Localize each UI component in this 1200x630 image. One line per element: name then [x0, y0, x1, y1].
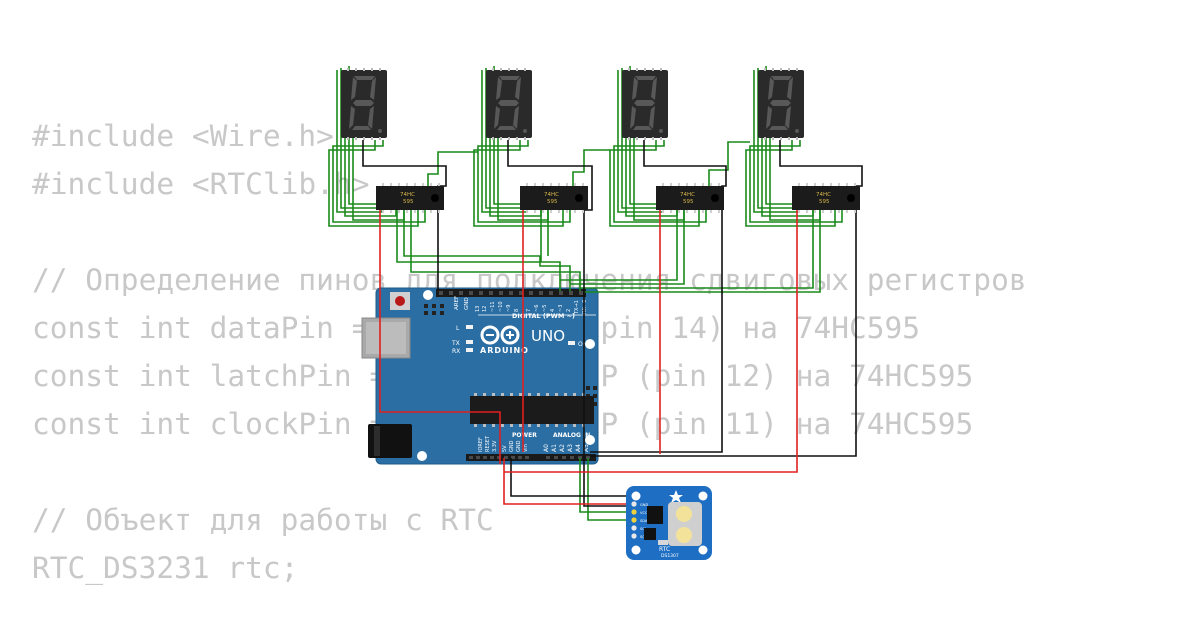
power-pin-label: 5V: [502, 445, 508, 452]
digital-pin-label: 12: [482, 306, 488, 312]
shift-register-label: 74HC: [400, 192, 415, 198]
rtc-pin-label: SDA: [640, 519, 648, 523]
shift-register-label: 595: [403, 199, 414, 205]
rtc-pin-label: VCC: [640, 511, 648, 515]
board-model-label: UNO: [531, 327, 565, 345]
led-rx-label: RX: [452, 348, 460, 355]
analog-pin-label: A1: [551, 444, 558, 452]
rtc-pin-label: GND: [640, 503, 648, 507]
power-pin-label: RESET: [485, 435, 491, 452]
black-wires: [362, 140, 863, 507]
red-wires: [379, 210, 798, 505]
digital-pin-label: ~6: [534, 305, 540, 312]
analog-pin-label: A3: [567, 444, 574, 452]
shift-register: 74HC 595: [656, 183, 724, 213]
analog-pin-label: A5: [583, 444, 590, 452]
seven-segment-display: [341, 68, 387, 140]
code-line: #include <RTClib.h>: [32, 167, 370, 201]
rtc-label: RTC: [659, 546, 670, 553]
power-pin-label: Vin: [523, 444, 529, 452]
digital-pin-label: 2: [566, 309, 572, 312]
code-line: #include <Wire.h>: [32, 119, 334, 153]
led-l-label: L: [456, 325, 460, 332]
power-pin-label: GND: [516, 440, 522, 452]
digital-pin-label: RX←0: [582, 300, 588, 314]
power-pin-label: 3.3V: [492, 440, 498, 452]
shift-register-label: 595: [819, 199, 830, 205]
code-line: const int clockPin = 4; // SH_CP (pin 11…: [32, 407, 974, 441]
power-header-label: POWER: [512, 432, 537, 439]
shift-register: 74HC 595: [792, 183, 860, 213]
seven-segment-display: [758, 68, 804, 140]
digital-pin-label: ~9: [506, 305, 512, 312]
adafruit-star-icon: [669, 490, 683, 503]
shift-register-label: 595: [683, 199, 694, 205]
digital-pin-label: ~5: [542, 305, 548, 312]
power-pin-label: GND: [509, 440, 515, 452]
aref-label: AREF: [454, 296, 460, 310]
analog-pin-label: A2: [559, 444, 566, 452]
seven-segment-display: [622, 68, 668, 140]
digital-pin-label: ~11: [490, 301, 496, 312]
code-line: // Объект для работы с RTC: [32, 503, 494, 537]
rtc-module: GND VCC SDA SCL SQW RTC DS1307: [626, 486, 712, 560]
rtc-pin-label: SCL: [640, 527, 647, 531]
digital-pin-label: 4: [550, 309, 556, 312]
analog-pin-labels: A0 A1 A2 A3 A4 A5: [543, 444, 590, 452]
gnd-label: GND: [464, 297, 470, 310]
digital-pin-label: ~3: [558, 305, 564, 312]
shift-register: 74HC 595: [376, 183, 444, 213]
board-brand-label: ARDUINO: [480, 346, 529, 355]
code-line: RTC_DS3231 rtc;: [32, 551, 299, 585]
analog-pin-label: A0: [543, 444, 550, 452]
seven-segment-display: [486, 68, 532, 140]
power-pin-labels: IOREF RESET 3.3V 5V GND GND Vin: [478, 435, 529, 452]
led-tx-label: TX: [451, 340, 460, 347]
analog-pin-label: A4: [575, 444, 582, 452]
power-pin-label: IOREF: [478, 437, 484, 452]
arduino-uno-board: AREF GND 13 12 ~11 ~10 ~9 8 7 ~6 ~5 4 ~3…: [361, 287, 599, 465]
digital-header-label: DIGITAL (PWM ~): [512, 312, 575, 320]
digital-pin-label: 13: [475, 306, 481, 312]
led-on-label: ON: [578, 341, 587, 348]
shift-register: 74HC 595: [520, 183, 588, 213]
shift-register-label: 74HC: [544, 192, 559, 198]
rtc-chip-label: DS1307: [661, 553, 679, 559]
digital-pin-labels: 13 12 ~11 ~10 ~9 8 7 ~6 ~5 4 ~3 2 TX→1 R…: [475, 300, 588, 315]
shift-register-label: 74HC: [816, 192, 831, 198]
shift-register-label: 74HC: [680, 192, 695, 198]
digital-pin-label: 8: [514, 309, 520, 312]
digital-pin-label: 7: [526, 309, 532, 312]
shift-register-label: 595: [547, 199, 558, 205]
arduino-logo-icon: [480, 325, 520, 345]
digital-pin-label: ~10: [498, 301, 504, 312]
analog-header-label: ANALOG IN: [553, 432, 590, 439]
digital-pin-label: TX→1: [574, 300, 580, 315]
